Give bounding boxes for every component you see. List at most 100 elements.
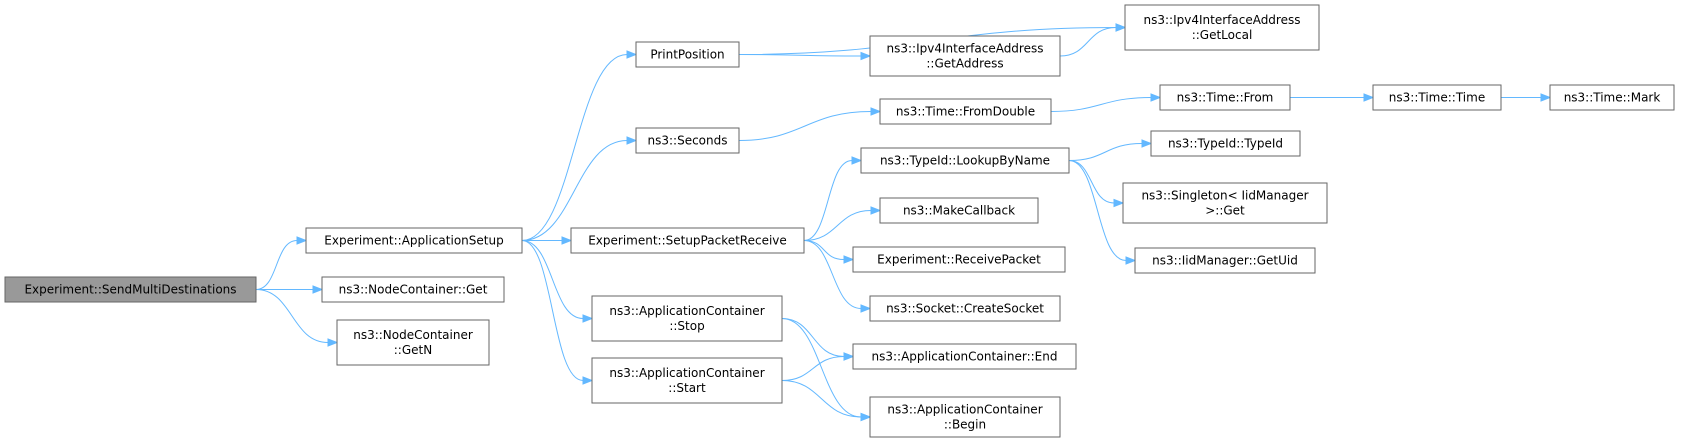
- function-nodes: Experiment::SendMultiDestinations Experim…: [4, 4, 1675, 438]
- node-print-position[interactable]: PrintPosition: [635, 41, 740, 68]
- edge-ipv4-get-address-to-ipv4-get-local: [1059, 23, 1127, 57]
- node-box: [570, 227, 805, 254]
- node-label: ::GetAddress: [926, 57, 1003, 71]
- edge-lookup-by-name-to-iid-get-uid: [1068, 160, 1137, 265]
- node-label: ns3::TypeId::LookupByName: [880, 154, 1050, 168]
- node-time-time[interactable]: ns3::Time::Time: [1372, 84, 1502, 111]
- edge-line: [1050, 97, 1152, 112]
- node-box: [321, 276, 505, 303]
- edge-app-setup-to-print-position: [521, 50, 638, 241]
- node-box: [1122, 182, 1328, 224]
- edge-line: [738, 111, 872, 141]
- edge-arrowhead: [312, 285, 324, 294]
- node-label: ns3::Time::Time: [1389, 91, 1485, 105]
- node-nc-getn[interactable]: ns3::NodeContainer::GetN: [336, 319, 490, 366]
- edge-line: [521, 240, 584, 319]
- edge-arrowhead: [843, 352, 855, 361]
- node-lookup-by-name[interactable]: ns3::TypeId::LookupByName: [860, 147, 1070, 174]
- edge-arrowhead: [296, 236, 308, 245]
- edge-line: [255, 240, 298, 290]
- edge-arrowhead: [1125, 256, 1137, 265]
- node-time-from[interactable]: ns3::Time::From: [1159, 84, 1291, 111]
- edge-arrowhead: [582, 376, 594, 385]
- edge-setup-packet-receive-to-create-socket: [803, 240, 872, 313]
- edge-time-from-double-to-time-from: [1050, 93, 1162, 112]
- edge-send-multi-to-nc-get: [256, 285, 324, 294]
- node-label: ::GetN: [394, 343, 432, 357]
- node-box: [869, 35, 1061, 77]
- node-label: ::Begin: [944, 418, 986, 432]
- edge-arrowhead: [561, 236, 573, 245]
- node-label: ::GetLocal: [1192, 28, 1253, 42]
- node-setup-packet-receive[interactable]: Experiment::SetupPacketReceive: [570, 227, 805, 254]
- edge-arrowhead: [1363, 93, 1375, 102]
- node-receive-packet[interactable]: Experiment::ReceivePacket: [852, 246, 1066, 273]
- node-label: ns3::IidManager::GetUid: [1152, 254, 1298, 268]
- node-label: ns3::Time::FromDouble: [896, 105, 1035, 119]
- edge-line: [738, 54, 862, 57]
- node-send-multi[interactable]: Experiment::SendMultiDestinations: [4, 276, 257, 303]
- node-typeid-typeid[interactable]: ns3::TypeId::TypeId: [1150, 130, 1301, 157]
- edge-line: [1068, 160, 1115, 204]
- edge-arrowhead: [1540, 93, 1552, 102]
- node-label: ns3::ApplicationContainer: [887, 403, 1042, 417]
- edge-arrowhead: [1115, 23, 1127, 32]
- edge-line: [521, 54, 628, 241]
- node-time-from-double[interactable]: ns3::Time::FromDouble: [879, 98, 1052, 125]
- node-box: [860, 147, 1070, 174]
- edge-send-multi-to-nc-getn: [255, 289, 339, 347]
- edge-arrowhead: [327, 338, 339, 347]
- node-label: Experiment::ReceivePacket: [877, 253, 1041, 267]
- node-box: [869, 295, 1061, 322]
- node-box: [635, 41, 740, 68]
- node-label: ns3::NodeContainer::Get: [339, 283, 488, 297]
- edge-line: [781, 356, 845, 381]
- node-label: ns3::Ipv4InterfaceAddress: [1144, 13, 1301, 27]
- node-box: [879, 98, 1052, 125]
- edge-app-setup-to-seconds: [521, 136, 638, 241]
- edge-arrowhead: [870, 107, 882, 116]
- node-iid-get-uid[interactable]: ns3::IidManager::GetUid: [1134, 247, 1316, 274]
- node-box: [591, 295, 783, 342]
- node-box: [635, 127, 740, 154]
- edge-line: [255, 289, 329, 343]
- node-box: [4, 276, 257, 303]
- node-label: ns3::Time::From: [1177, 91, 1274, 105]
- edge-time-time-to-time-mark: [1501, 93, 1552, 102]
- node-label: ns3::Ipv4InterfaceAddress: [887, 42, 1044, 56]
- node-ipv4-get-address[interactable]: ns3::Ipv4InterfaceAddress::GetAddress: [869, 35, 1061, 77]
- node-box: [305, 227, 523, 254]
- edge-arrowhead: [626, 50, 638, 59]
- node-box: [852, 343, 1077, 370]
- edge-ac-stop-to-ac-end: [781, 318, 855, 361]
- edge-setup-packet-receive-to-receive-packet: [803, 240, 855, 264]
- node-box: [591, 357, 783, 404]
- edge-print-position-to-ipv4-get-address: [738, 51, 872, 61]
- node-make-callback[interactable]: ns3::MakeCallback: [879, 197, 1039, 224]
- node-ipv4-get-local[interactable]: ns3::Ipv4InterfaceAddress::GetLocal: [1124, 4, 1320, 51]
- node-seconds[interactable]: ns3::Seconds: [635, 127, 740, 154]
- node-create-socket[interactable]: ns3::Socket::CreateSocket: [869, 295, 1061, 322]
- edge-line: [803, 210, 872, 241]
- node-time-mark[interactable]: ns3::Time::Mark: [1549, 84, 1675, 111]
- node-label: ns3::ApplicationContainer: [609, 366, 764, 380]
- edge-arrowhead: [851, 156, 863, 165]
- node-label: ns3::NodeContainer: [353, 328, 473, 342]
- edge-app-setup-to-setup-packet-receive: [522, 236, 573, 245]
- edge-arrowhead: [843, 255, 855, 264]
- node-ac-end[interactable]: ns3::ApplicationContainer::End: [852, 343, 1077, 370]
- node-box: [1159, 84, 1291, 111]
- edge-arrowhead: [582, 314, 594, 323]
- node-ac-begin[interactable]: ns3::ApplicationContainer::Begin: [869, 396, 1061, 438]
- node-singleton-get[interactable]: ns3::Singleton< IidManager>::Get: [1122, 182, 1328, 224]
- node-label: ::Start: [668, 381, 706, 395]
- edge-ac-start-to-ac-begin: [781, 380, 872, 422]
- node-box: [1150, 130, 1301, 157]
- node-app-setup[interactable]: Experiment::ApplicationSetup: [305, 227, 523, 254]
- node-ac-start[interactable]: ns3::ApplicationContainer::Start: [591, 357, 783, 404]
- node-box: [1124, 4, 1320, 51]
- edge-arrowhead: [1113, 198, 1125, 208]
- node-ac-stop[interactable]: ns3::ApplicationContainer::Stop: [591, 295, 783, 342]
- node-nc-get[interactable]: ns3::NodeContainer::Get: [321, 276, 505, 303]
- node-label: ::Stop: [669, 319, 704, 333]
